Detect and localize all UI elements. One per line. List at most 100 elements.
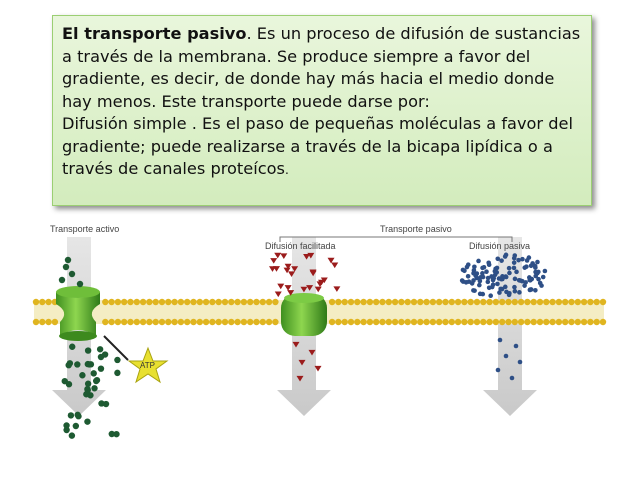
molecule (63, 422, 70, 429)
molecule (495, 256, 501, 262)
molecule (535, 259, 540, 265)
molecule (63, 426, 70, 434)
molecule (327, 257, 335, 264)
molecule (341, 318, 348, 326)
molecule (113, 430, 120, 438)
molecule (171, 298, 178, 306)
facilitated-diffusion-label: Difusión facilitada (265, 241, 336, 251)
molecule (599, 318, 607, 326)
molecule (265, 298, 273, 306)
molecule (523, 280, 528, 285)
molecule (202, 318, 210, 326)
molecule (499, 318, 506, 326)
molecule (562, 298, 569, 306)
molecule (505, 298, 512, 306)
molecule (513, 343, 519, 349)
molecule (503, 274, 509, 280)
molecule (184, 298, 191, 306)
molecule (436, 298, 443, 306)
molecule (568, 318, 575, 326)
molecule (485, 275, 491, 281)
molecule (274, 291, 282, 298)
molecule (247, 318, 254, 326)
molecule (152, 318, 159, 326)
molecule (366, 298, 374, 306)
molecule (347, 298, 355, 306)
molecule (284, 263, 292, 270)
molecule (527, 275, 532, 280)
molecule (84, 418, 91, 425)
molecule (39, 318, 46, 326)
molecule (114, 369, 121, 377)
molecule (114, 356, 121, 364)
molecule (177, 298, 185, 306)
molecule (469, 281, 475, 286)
molecule (274, 252, 282, 259)
molecule (139, 318, 147, 326)
molecule (391, 318, 399, 326)
molecule (536, 269, 541, 275)
molecule (511, 298, 518, 306)
molecule (360, 298, 367, 306)
molecule (93, 376, 101, 384)
molecule (543, 318, 550, 326)
molecule (530, 298, 537, 306)
molecule (72, 422, 80, 430)
molecule (463, 280, 469, 285)
molecule (436, 318, 443, 326)
molecule (317, 279, 325, 286)
molecule (514, 269, 519, 275)
molecule (287, 290, 295, 296)
molecule (480, 298, 487, 306)
molecule (464, 264, 470, 270)
molecule (292, 341, 300, 348)
molecule (477, 278, 483, 284)
molecule (599, 298, 607, 306)
molecule (288, 271, 296, 278)
molecule (196, 318, 203, 326)
molecule (528, 263, 534, 269)
molecule (524, 298, 531, 306)
molecule (492, 298, 500, 306)
molecule (507, 270, 512, 276)
molecule (536, 318, 544, 326)
molecule (90, 370, 97, 377)
molecule (522, 265, 528, 270)
molecule (511, 265, 517, 271)
molecule (146, 298, 153, 306)
molecule (472, 288, 477, 293)
molecule (471, 270, 476, 276)
molecule (67, 412, 75, 419)
molecule (580, 298, 588, 306)
molecule (190, 318, 197, 326)
molecule (98, 400, 105, 407)
molecule (461, 318, 468, 326)
molecule (133, 318, 140, 326)
molecule (333, 286, 341, 292)
molecule (259, 298, 266, 306)
molecule (410, 298, 418, 306)
molecule (398, 318, 405, 326)
molecule (511, 318, 518, 326)
molecule (51, 318, 59, 326)
molecule (83, 391, 90, 398)
molecule (69, 343, 76, 350)
molecule (58, 276, 66, 284)
molecule (45, 298, 52, 306)
molecule (114, 298, 122, 306)
molecule (404, 298, 411, 306)
molecule (398, 298, 405, 306)
molecule (385, 318, 392, 326)
molecule (512, 284, 517, 290)
molecule (542, 268, 548, 274)
passive-transport-label: Transporte pasivo (380, 224, 452, 234)
molecule (448, 298, 455, 306)
molecule (540, 274, 546, 280)
molecule (477, 291, 483, 297)
molecule (121, 318, 128, 326)
molecule (555, 318, 563, 326)
molecule (537, 280, 543, 286)
title-bold: El transporte pasivo (62, 24, 247, 43)
molecule (74, 411, 81, 419)
molecule (314, 365, 322, 372)
